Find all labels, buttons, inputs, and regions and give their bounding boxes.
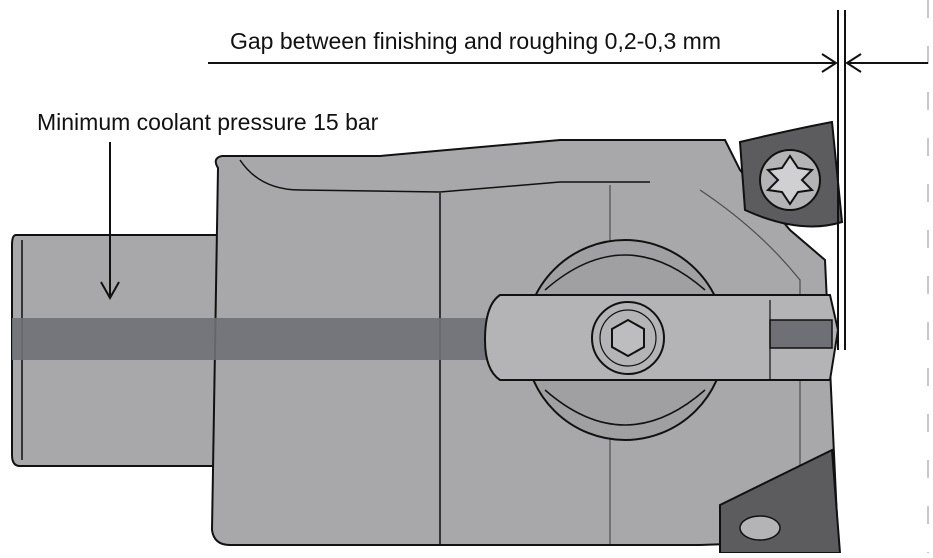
coolant-channel (12, 318, 492, 360)
arrow-down-icon (100, 281, 120, 301)
finishing-insert (738, 120, 844, 228)
gap-annotation: Gap between finishing and roughing 0,2-0… (230, 28, 721, 54)
hex-screw-icon (591, 301, 665, 375)
coolant-annotation: Minimum coolant pressure 15 bar (37, 109, 379, 135)
torx-screw-icon (765, 154, 815, 206)
arrow-right-icon (821, 53, 838, 73)
arrow-left-icon (845, 53, 862, 73)
